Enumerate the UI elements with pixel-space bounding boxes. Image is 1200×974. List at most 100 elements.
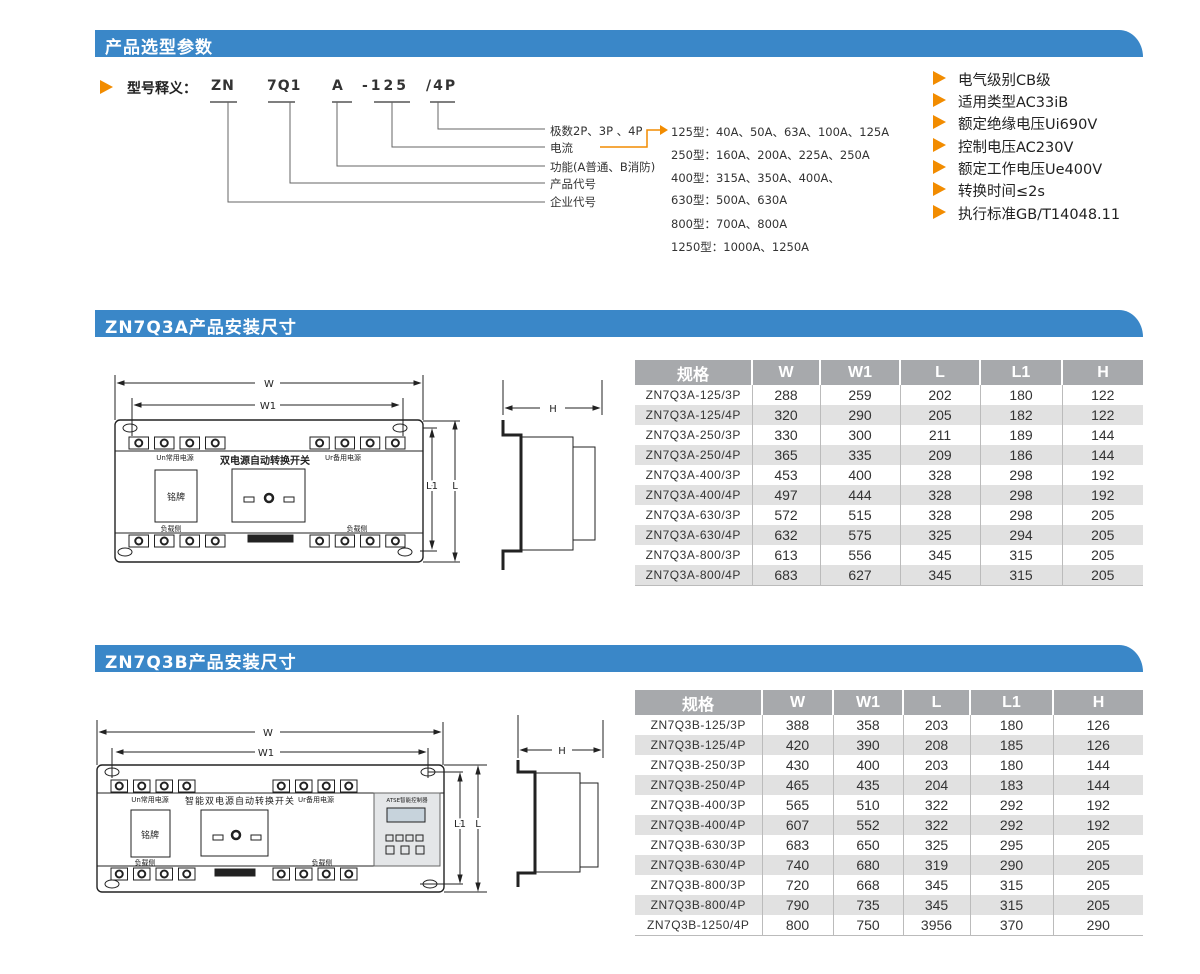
dimension-cell: 144 — [1053, 775, 1143, 795]
dimension-cell: 800 — [762, 915, 834, 936]
current-rating: 800型：700A、800A — [671, 217, 788, 231]
section-title: ZN7Q3B产品安装尺寸 — [105, 653, 297, 673]
dim-l1-label: L1 — [426, 481, 438, 492]
model-cell: ZN7Q3B-400/4P — [635, 815, 763, 835]
model-part-poles: /4P — [426, 78, 458, 94]
model-cell: ZN7Q3A-250/3P — [635, 425, 753, 445]
terminal-screw-icon — [114, 869, 124, 879]
dimension-cell: 192 — [1091, 467, 1115, 483]
terminal-screw-icon — [159, 781, 169, 791]
terminal-screw-icon — [365, 536, 375, 546]
model-part-current: -125 — [362, 78, 410, 94]
dimension-cell: 203 — [903, 755, 971, 775]
model-cell: ZN7Q3B-400/3P — [635, 795, 763, 815]
dimension-cell: 790 — [762, 895, 834, 915]
terminal-screw-icon — [315, 536, 325, 546]
terminal-block — [154, 436, 175, 450]
dimension-cell: 290 — [820, 405, 901, 425]
column-header: 规格 — [635, 360, 753, 385]
dimension-cell: 683 — [752, 565, 821, 586]
dimension-cell: 358 — [833, 715, 904, 735]
terminal-block — [272, 779, 290, 793]
un-label: Un常用电源 — [131, 795, 169, 804]
section-header-b: ZN7Q3B产品安装尺寸 — [95, 645, 1143, 673]
load-side-label: 负载侧 — [135, 858, 156, 867]
terminal-block — [179, 534, 200, 548]
dimension-cell: 205 — [1062, 525, 1143, 545]
dimension-cell: 328 — [900, 485, 981, 505]
terminal-block — [154, 534, 175, 548]
terminal-screw-icon — [182, 781, 192, 791]
terminal-screw-icon — [365, 438, 375, 448]
meaning-function: 功能(A普通、B消防) — [550, 160, 656, 174]
ur-label: Ur备用电源 — [298, 795, 334, 804]
terminal-screw-icon — [159, 438, 169, 448]
terminal-block — [155, 867, 173, 881]
dimension-cell: 668 — [833, 875, 904, 895]
dimension-cell: 122 — [1062, 405, 1143, 425]
section-header-a: ZN7Q3A产品安装尺寸 — [95, 310, 1143, 338]
dimension-cell: 335 — [820, 445, 901, 465]
diagram-b-side — [516, 715, 604, 887]
terminal-block — [205, 534, 226, 548]
dimension-cell: 400 — [833, 755, 904, 775]
current-rating: 1250型：1000A、1250A — [671, 240, 810, 254]
model-cell: ZN7Q3A-125/4P — [635, 405, 753, 425]
dimension-cell: 183 — [970, 775, 1054, 795]
column-header: L1 — [980, 360, 1063, 385]
dimension-cell: 298 — [980, 465, 1063, 485]
dimension-cell: 388 — [762, 715, 834, 735]
dimension-cell: 180 — [980, 385, 1063, 405]
dimension-cell: 186 — [980, 445, 1063, 465]
model-cell: ZN7Q3A-800/4P — [635, 565, 753, 586]
terminal-block — [309, 534, 330, 548]
terminal-block — [178, 779, 196, 793]
terminal-block — [110, 867, 128, 881]
model-cell: ZN7Q3B-125/3P — [635, 715, 763, 735]
model-part-7q1: 7Q1 — [267, 78, 302, 94]
spec-item: 电气级别CB级 — [958, 73, 1051, 89]
dimension-cell: 290 — [970, 855, 1054, 875]
model-cell: ZN7Q3A-630/3P — [635, 505, 753, 525]
terminal-block — [340, 867, 358, 881]
terminal-screw-icon — [210, 438, 220, 448]
spec-item: 额定工作电压Ue400V — [958, 162, 1103, 178]
terminal-block — [334, 534, 355, 548]
model-cell: ZN7Q3B-630/4P — [635, 855, 763, 875]
column-header: L — [903, 690, 971, 715]
dimension-cell: 627 — [820, 565, 901, 586]
meaning-company-code: 企业代号 — [550, 195, 596, 209]
dimension-cell: 632 — [752, 525, 821, 545]
bullet-arrow-icon — [933, 182, 946, 196]
dimension-cell: 189 — [980, 425, 1063, 445]
terminal-block — [128, 436, 149, 450]
dim-h-label: H — [558, 746, 566, 757]
dimension-cell: 205 — [1091, 547, 1115, 563]
dimension-cell: 204 — [903, 775, 971, 795]
terminal-block — [110, 779, 128, 793]
bullet-arrow-icon — [100, 80, 113, 94]
nameplate-label: 铭牌 — [167, 491, 185, 503]
terminal-screw-icon — [344, 781, 354, 791]
dimension-cell: 720 — [762, 875, 834, 895]
terminal-block — [133, 779, 151, 793]
dimension-cell: 182 — [980, 405, 1063, 425]
dimension-cell: 298 — [980, 485, 1063, 505]
terminal-block — [309, 436, 330, 450]
dimension-cell: 465 — [762, 775, 834, 795]
column-header: W — [752, 360, 821, 385]
model-label: 型号释义： — [127, 81, 197, 97]
diagram-b-front — [96, 720, 487, 893]
bullet-arrow-icon — [933, 160, 946, 174]
